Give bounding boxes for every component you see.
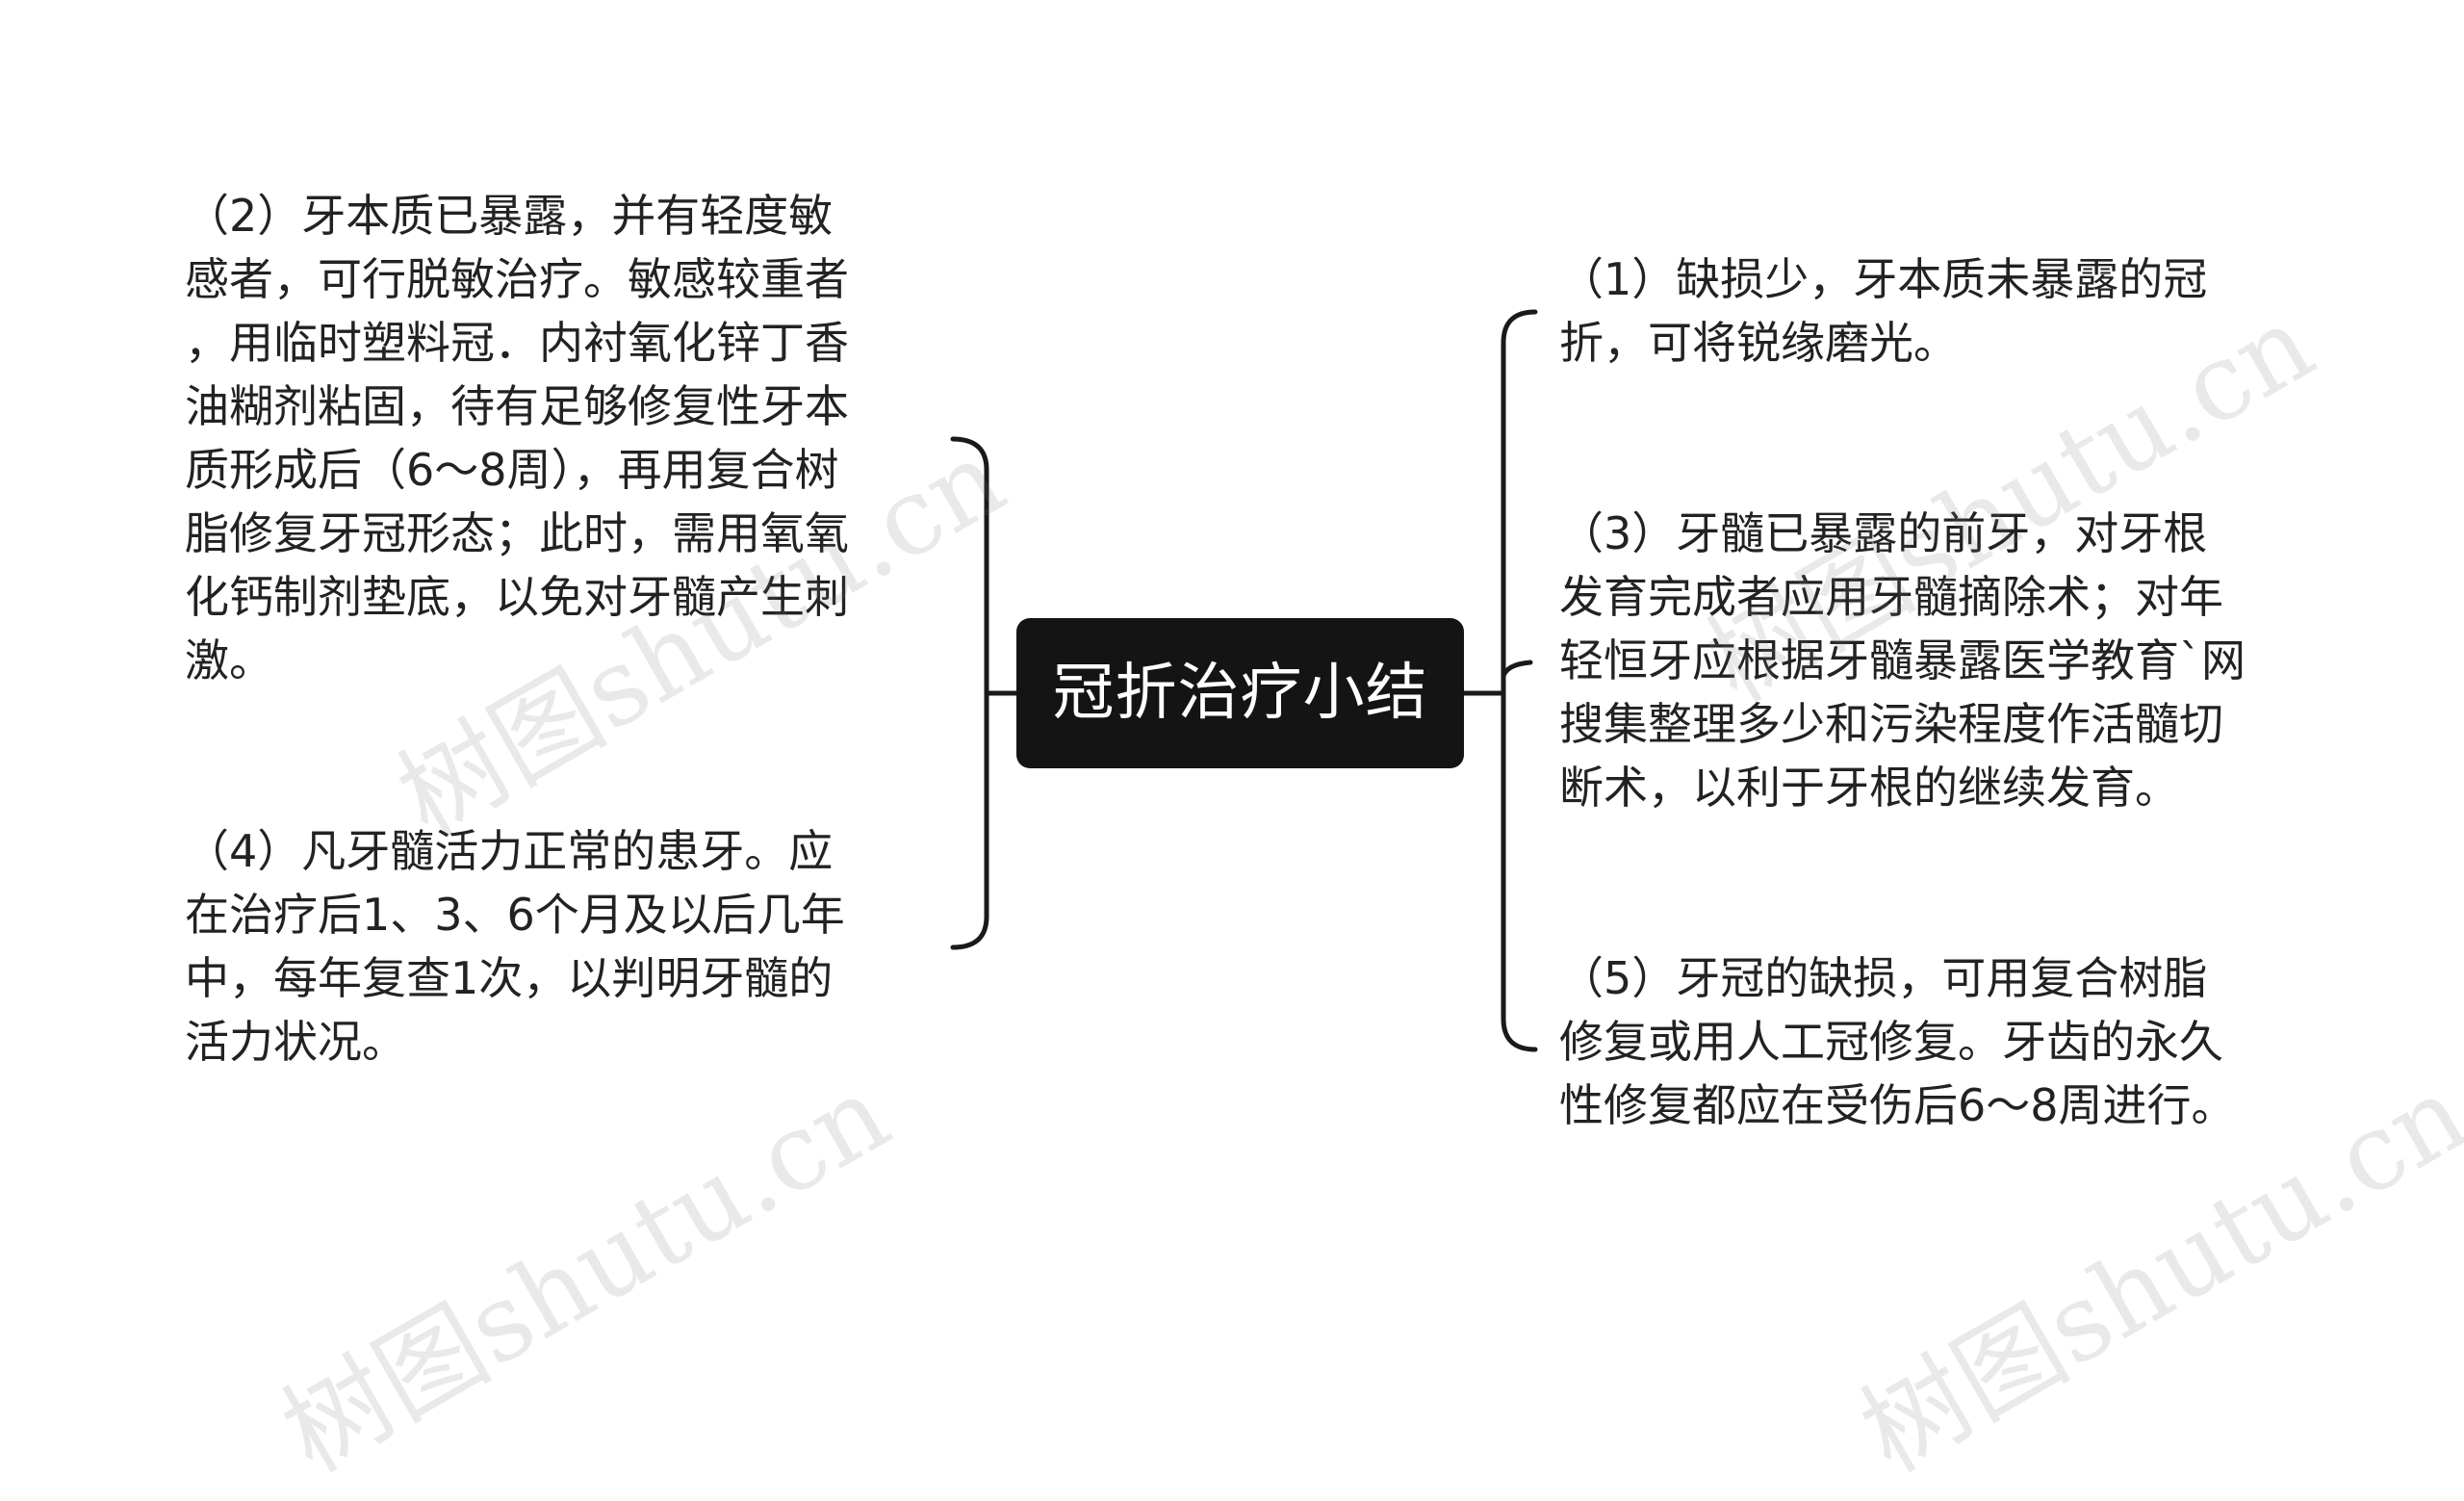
right-tick-middle [1501,660,1533,679]
branch-node-left-4[interactable]: （4）凡牙髓活力正常的患牙。应 在治疗后1、3、6个月及以后几年 中，每年复查1… [185,825,845,1068]
central-topic-title: 冠折治疗小结 [1052,658,1428,729]
branch-node-right-3[interactable]: （3）牙髓已暴露的前牙，对牙根 发育完成者应用牙髓摘除术；对年 轻恒牙应根据牙髓… [1559,507,2246,814]
central-topic-node[interactable]: 冠折治疗小结 [1016,618,1464,768]
branch-node-right-5[interactable]: （5）牙冠的缺损，可用复合树脂 修复或用人工冠修复。牙齿的永久 性修复都应在受伤… [1559,952,2236,1131]
mind-map: 冠折治疗小结 （2）牙本质已暴露，并有轻度敏 感者，可行脱敏治疗。敏感较重者 ，… [185,190,2464,1495]
left-bracket [950,436,989,950]
right-bracket [1501,309,1538,1052]
branch-node-right-1[interactable]: （1）缺损少，牙本质未暴露的冠 折，可将锐缘磨光。 [1559,253,2208,369]
branch-node-left-2[interactable]: （2）牙本质已暴露，并有轻度敏 感者，可行脱敏治疗。敏感较重者 ，用临时塑料冠．… [185,190,849,686]
connector-lines [950,309,1538,1052]
